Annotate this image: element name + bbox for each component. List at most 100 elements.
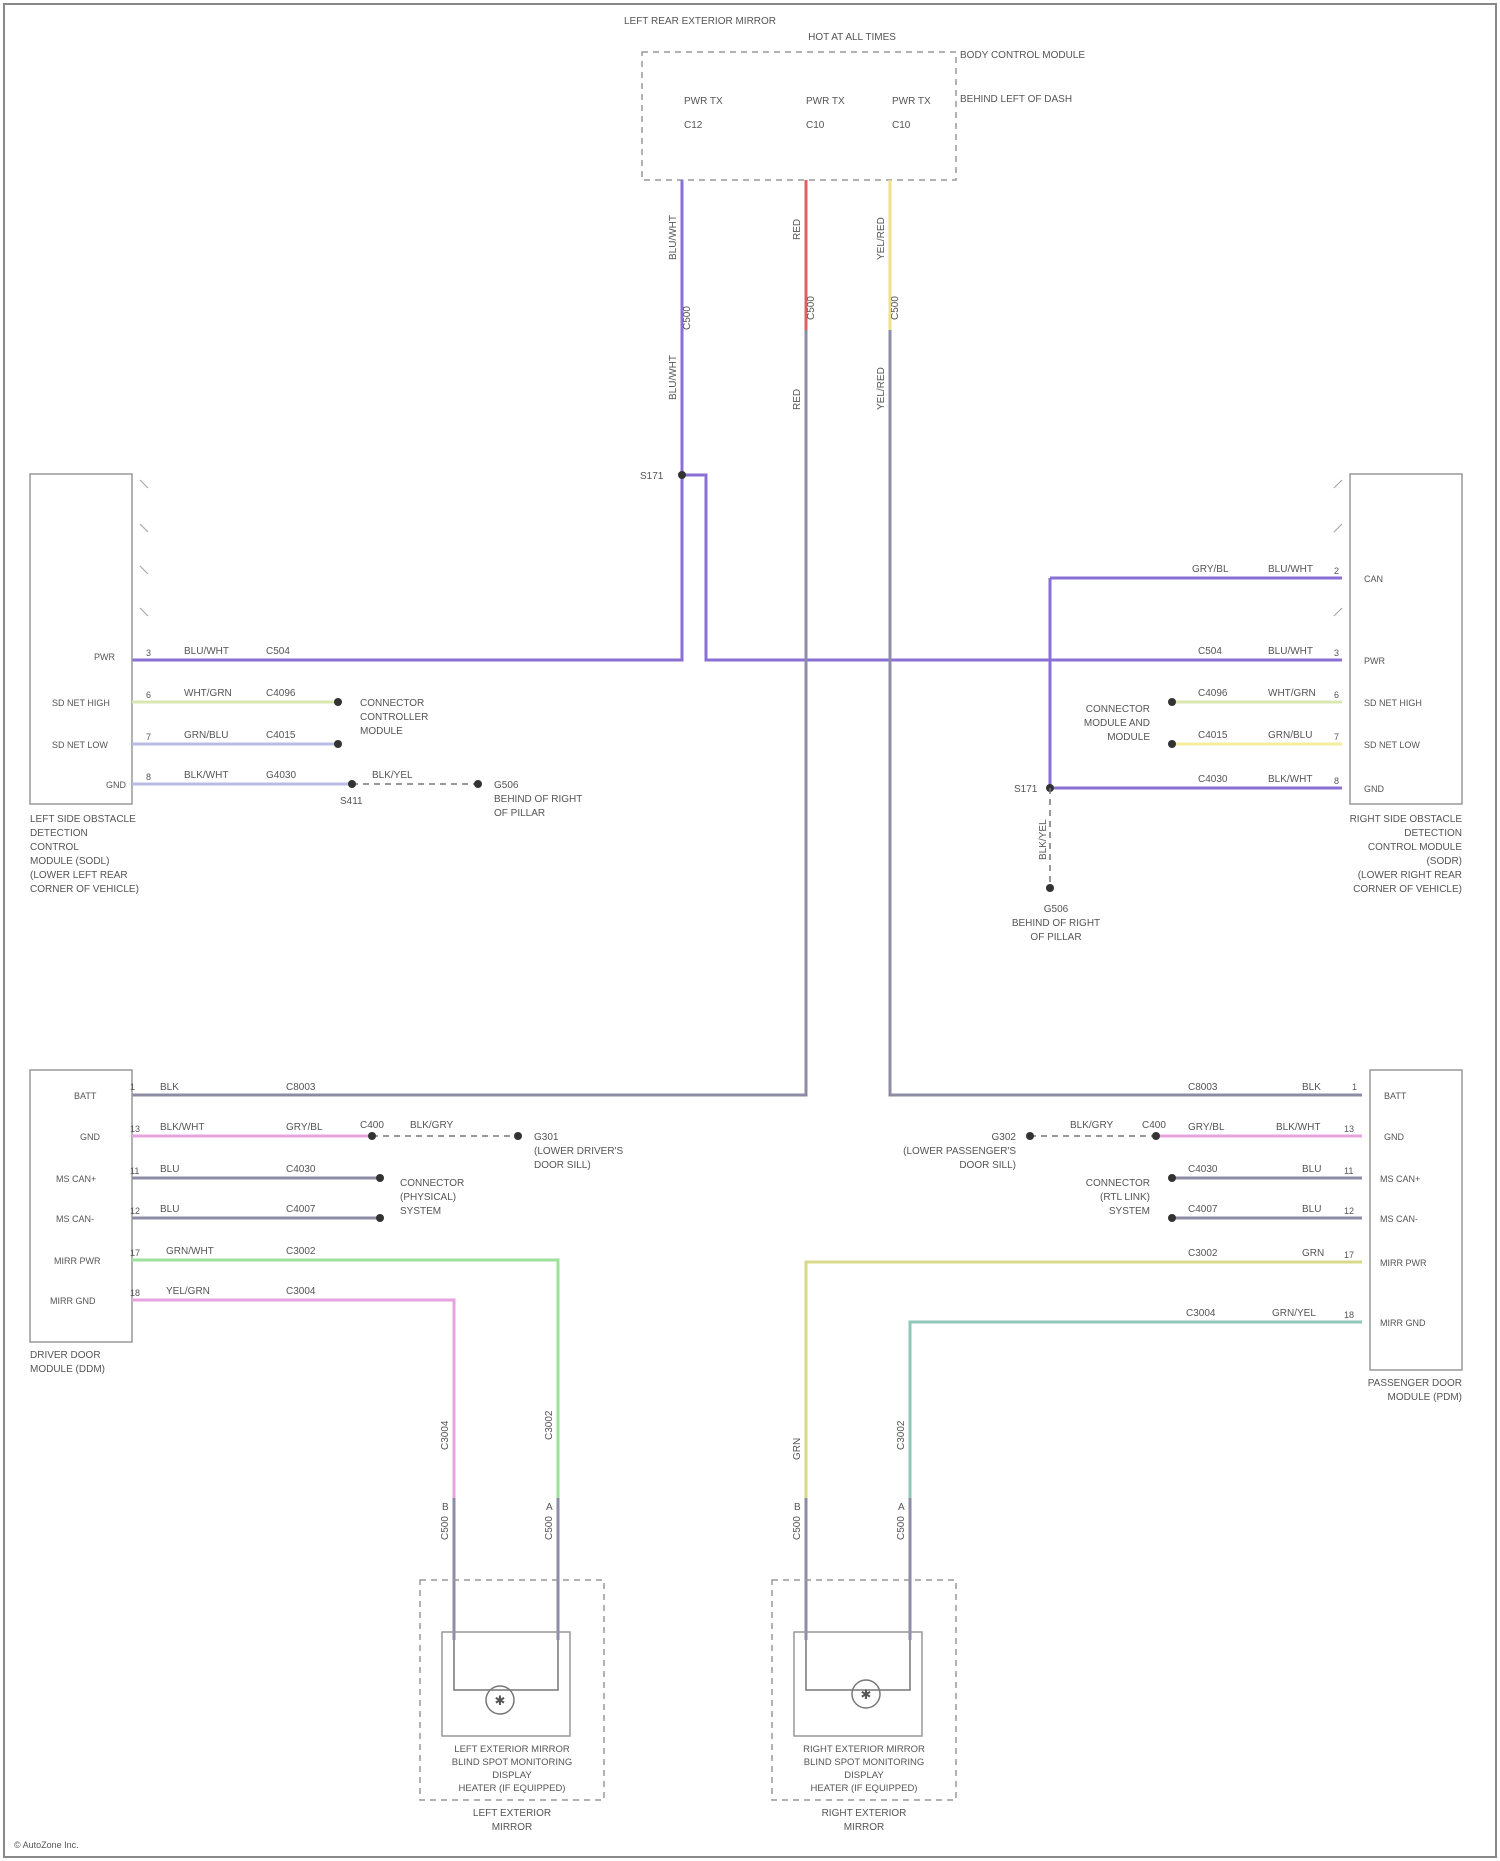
- svg-text:WHT/GRN: WHT/GRN: [184, 688, 232, 699]
- svg-text:C4096: C4096: [1198, 688, 1228, 699]
- svg-text:CONNECTOR: CONNECTOR: [360, 698, 424, 709]
- svg-text:(LOWER RIGHT REAR: (LOWER RIGHT REAR: [1358, 870, 1462, 881]
- svg-text:OF PILLAR: OF PILLAR: [1030, 932, 1081, 943]
- ground-g301: [514, 1132, 522, 1140]
- svg-text:GRN/WHT: GRN/WHT: [166, 1246, 214, 1257]
- svg-text:(LOWER PASSENGER'S: (LOWER PASSENGER'S: [903, 1146, 1016, 1157]
- svg-text:C500: C500: [806, 296, 817, 320]
- svg-text:HEATER (IF EQUIPPED): HEATER (IF EQUIPPED): [811, 1783, 918, 1794]
- svg-text:GND: GND: [1364, 784, 1385, 794]
- svg-text:A: A: [898, 1502, 905, 1513]
- right-row-sd-low: SD NET LOW 7 C4015 GRN/BLU: [1168, 730, 1420, 750]
- wire-purple-branch: [682, 475, 1342, 660]
- svg-text:BLK/WHT: BLK/WHT: [1276, 1122, 1320, 1133]
- svg-text:(SODR): (SODR): [1426, 856, 1462, 867]
- svg-text:C4015: C4015: [1198, 730, 1228, 741]
- pdm-connector-note: CONNECTOR (RTL LINK) SYSTEM: [1086, 1178, 1150, 1217]
- svg-text:✱: ✱: [861, 1687, 872, 1702]
- svg-text:MODULE (DDM): MODULE (DDM): [30, 1364, 105, 1375]
- svg-text:BLK/WHT: BLK/WHT: [160, 1122, 204, 1133]
- svg-text:C504: C504: [266, 646, 290, 657]
- svg-text:6: 6: [146, 690, 151, 700]
- left-row-sd-high: SD NET HIGH 6 WHT/GRN C4096: [52, 688, 342, 708]
- svg-text:(PHYSICAL): (PHYSICAL): [400, 1192, 456, 1203]
- top-connector-box: [642, 52, 956, 180]
- svg-text:C400: C400: [360, 1120, 384, 1131]
- svg-text:C12: C12: [684, 120, 703, 131]
- svg-text:C3004: C3004: [440, 1420, 451, 1450]
- ground-g506-left: [474, 780, 482, 788]
- svg-text:WHT/GRN: WHT/GRN: [1268, 688, 1316, 699]
- svg-text:BLU/WHT: BLU/WHT: [1268, 564, 1313, 575]
- svg-text:2: 2: [1334, 566, 1339, 576]
- svg-text:BEHIND OF RIGHT: BEHIND OF RIGHT: [1012, 918, 1100, 929]
- right-sodr-module: RIGHT SIDE OBSTACLE DETECTION CONTROL MO…: [1012, 474, 1462, 943]
- driver-door-module: DRIVER DOOR MODULE (DDM) BATT 1 BLK C800…: [30, 1070, 623, 1498]
- svg-text:RIGHT SIDE OBSTACLE: RIGHT SIDE OBSTACLE: [1350, 814, 1463, 825]
- svg-text:C8003: C8003: [286, 1082, 316, 1093]
- svg-text:PWR TX: PWR TX: [806, 96, 845, 107]
- svg-text:B: B: [794, 1502, 801, 1513]
- svg-text:GRN/BLU: GRN/BLU: [184, 730, 228, 741]
- svg-text:1: 1: [1352, 1082, 1357, 1092]
- svg-text:CONTROLLER: CONTROLLER: [360, 712, 428, 723]
- svg-text:MIRR PWR: MIRR PWR: [54, 1256, 101, 1266]
- svg-text:G302: G302: [992, 1132, 1017, 1143]
- right-row-pwr: PWR 3 C504 BLU/WHT: [1198, 646, 1385, 666]
- left-exterior-mirror: C3004 C500 B C3002 C500 A ✱ LEFT EXTERIO…: [420, 1410, 604, 1833]
- svg-text:C4007: C4007: [1188, 1204, 1218, 1215]
- svg-text:3: 3: [1334, 648, 1339, 658]
- pdm-row-ms-can-minus: MS CAN- 12 C4007 BLU: [1168, 1204, 1418, 1224]
- svg-text:G506: G506: [1044, 904, 1069, 915]
- left-row-sd-low: SD NET LOW 7 GRN/BLU C4015: [52, 730, 342, 750]
- svg-text:C10: C10: [892, 120, 911, 131]
- svg-text:G4030: G4030: [266, 770, 296, 781]
- svg-text:LEFT EXTERIOR: LEFT EXTERIOR: [473, 1808, 551, 1819]
- svg-text:13: 13: [130, 1124, 140, 1134]
- svg-text:SD NET LOW: SD NET LOW: [52, 740, 108, 750]
- svg-text:BEHIND OF RIGHT: BEHIND OF RIGHT: [494, 794, 582, 805]
- svg-text:C3004: C3004: [1186, 1308, 1216, 1319]
- diagram-border: [4, 4, 1496, 1857]
- vertical-wire-labels: BLU/WHT C500 BLU/WHT RED C500 RED YEL/RE…: [668, 215, 901, 410]
- wire-purple-trunk: [132, 180, 682, 660]
- svg-text:MIRROR: MIRROR: [492, 1822, 533, 1833]
- svg-text:11: 11: [1344, 1166, 1353, 1176]
- svg-text:C3002: C3002: [1188, 1248, 1218, 1259]
- svg-text:SYSTEM: SYSTEM: [400, 1206, 441, 1217]
- right-row-sd-high: SD NET HIGH 6 C4096 WHT/GRN: [1168, 688, 1422, 708]
- svg-text:G506: G506: [494, 780, 519, 791]
- svg-text:BLIND SPOT MONITORING: BLIND SPOT MONITORING: [804, 1757, 925, 1768]
- svg-text:RIGHT EXTERIOR: RIGHT EXTERIOR: [822, 1808, 907, 1819]
- svg-text:C500: C500: [890, 296, 901, 320]
- ddm-row-batt: BATT 1 BLK C8003: [74, 1082, 316, 1101]
- svg-text:HEATER (IF EQUIPPED): HEATER (IF EQUIPPED): [459, 1783, 566, 1794]
- svg-text:B: B: [442, 1502, 449, 1513]
- svg-text:C3002: C3002: [286, 1246, 316, 1257]
- right-connector-note: CONNECTOR MODULE AND MODULE: [1084, 704, 1150, 743]
- ground-g302: [1026, 1132, 1034, 1140]
- svg-text:GND: GND: [106, 780, 127, 790]
- svg-text:CONTROL MODULE: CONTROL MODULE: [1368, 842, 1462, 853]
- pdm-row-batt: BATT 1 C8003 BLK: [1188, 1082, 1407, 1101]
- svg-text:C500: C500: [682, 306, 693, 330]
- svg-text:BLK: BLK: [1302, 1082, 1321, 1093]
- svg-text:G301: G301: [534, 1132, 559, 1143]
- svg-text:BATT: BATT: [1384, 1091, 1407, 1101]
- svg-text:C500: C500: [896, 1516, 907, 1540]
- svg-text:12: 12: [1344, 1206, 1354, 1216]
- svg-text:PWR TX: PWR TX: [892, 96, 931, 107]
- svg-text:C3002: C3002: [896, 1420, 907, 1450]
- svg-text:DRIVER DOOR: DRIVER DOOR: [30, 1350, 101, 1361]
- svg-text:BLK/WHT: BLK/WHT: [184, 770, 228, 781]
- svg-text:MS CAN+: MS CAN+: [1380, 1174, 1420, 1184]
- svg-text:CORNER OF VEHICLE): CORNER OF VEHICLE): [30, 884, 139, 895]
- svg-text:RIGHT EXTERIOR MIRROR: RIGHT EXTERIOR MIRROR: [803, 1744, 925, 1755]
- svg-text:CONNECTOR: CONNECTOR: [1086, 704, 1150, 715]
- left-sodl-module: LEFT SIDE OBSTACLE DETECTION CONTROL MOD…: [30, 474, 582, 895]
- svg-text:DISPLAY: DISPLAY: [844, 1770, 884, 1781]
- right-pin-ticks: [1334, 480, 1342, 616]
- svg-text:CONNECTOR: CONNECTOR: [400, 1178, 464, 1189]
- ground-g506-right: [1046, 884, 1054, 892]
- left-connector-note: CONNECTOR CONTROLLER MODULE: [360, 698, 428, 737]
